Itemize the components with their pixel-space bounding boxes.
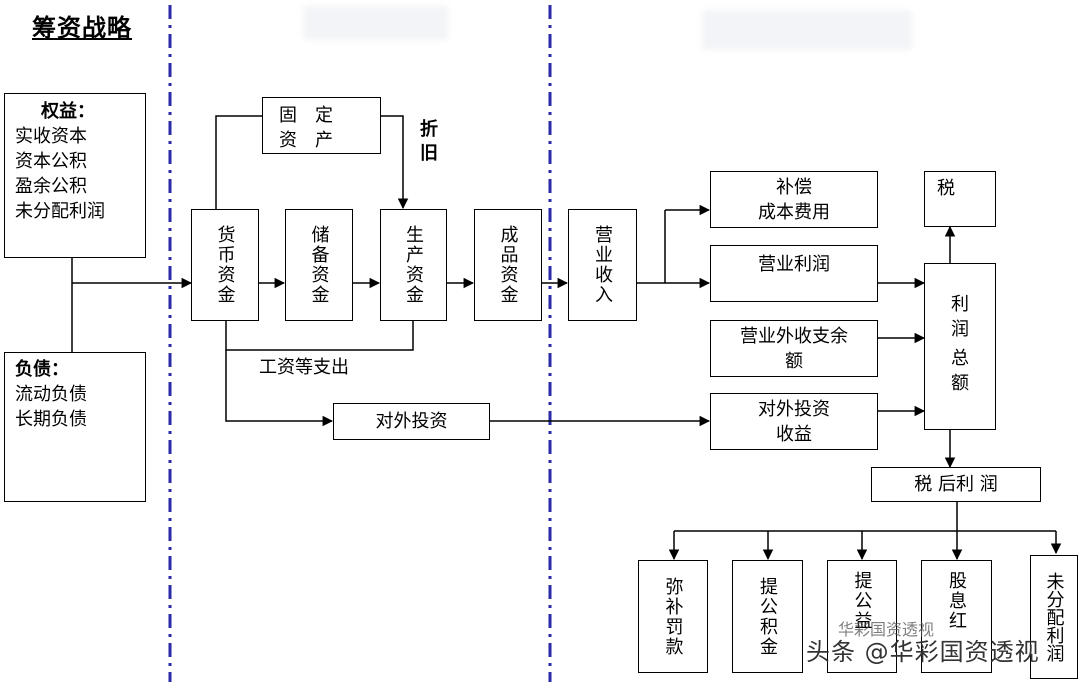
investment-income-box: 对外投资 收益 xyxy=(710,393,878,450)
liabilities-item: 流动负债 xyxy=(15,384,87,405)
total-profit-char: 润 xyxy=(951,319,969,340)
external-investment-label: 对外投资 xyxy=(375,411,448,432)
equity-item: 未分配利润 xyxy=(15,201,105,222)
revenue-label: 营业收入 xyxy=(592,225,613,305)
equity-heading: 权益： xyxy=(41,101,95,122)
operating-profit-label: 营业利润 xyxy=(758,254,830,275)
equity-item: 资本公积 xyxy=(15,151,87,172)
compensation-line1: 补偿 xyxy=(776,176,812,198)
watermark-text: 头条 @华彩国资透视 xyxy=(806,638,1040,666)
operating-profit-box: 营业利润 xyxy=(710,245,878,302)
distribution-box-1: 弥补罚款 xyxy=(638,560,708,673)
production-funds-box: 生产资金 xyxy=(380,209,447,321)
tax-label: 税 xyxy=(937,178,955,199)
production-funds-label: 生产资金 xyxy=(403,225,424,305)
distribution-label-5: 未分配利润 xyxy=(1043,572,1065,662)
distribution-box-2: 提公积金 xyxy=(732,560,803,673)
equity-item: 盈余公积 xyxy=(15,176,87,197)
distribution-label-3: 提公益 xyxy=(851,571,873,631)
depreciation-line1: 折 xyxy=(420,119,438,140)
wages-label: 工资等支出 xyxy=(259,357,349,378)
non-operating-line2: 额 xyxy=(785,350,803,372)
blurred-header-right xyxy=(702,10,912,50)
depreciation-line2: 旧 xyxy=(420,143,438,164)
compensation-line2: 成本费用 xyxy=(758,201,830,223)
after-tax-profit-label: 税 后利 润 xyxy=(914,474,998,495)
distribution-label-4: 股息红 xyxy=(946,571,967,631)
liabilities-item: 长期负债 xyxy=(15,409,87,430)
distribution-box-4: 股息红 xyxy=(921,560,992,673)
monetary-funds-box: 货币资金 xyxy=(191,209,259,321)
arrow-to-external-investment xyxy=(225,350,334,427)
finished-funds-label: 成品资金 xyxy=(497,225,519,305)
finished-funds-box: 成品资金 xyxy=(474,209,542,321)
total-profit-char: 利 xyxy=(951,294,969,315)
arrow-depreciation xyxy=(381,115,409,210)
investment-income-line1: 对外投资 xyxy=(758,398,830,420)
connector-monetary-fixed-assets xyxy=(215,115,262,209)
blurred-header-middle xyxy=(303,6,448,40)
investment-income-line2: 收益 xyxy=(776,423,812,445)
monetary-funds-label: 货币资金 xyxy=(214,225,236,305)
liabilities-heading: 负债： xyxy=(15,359,69,380)
total-profit-char: 额 xyxy=(951,373,969,394)
fixed-assets-box: 固 定 资 产 xyxy=(262,97,381,154)
non-operating-line1: 营业外收支余 xyxy=(740,325,848,347)
tax-box: 税 xyxy=(924,171,996,227)
total-profit-char: 总 xyxy=(951,348,969,369)
diagram-title: 筹资战略 xyxy=(32,14,132,42)
compensation-box: 补偿 成本费用 xyxy=(710,171,878,228)
fixed-assets-line1: 固 定 xyxy=(279,105,333,126)
distribution-box-3: 提公益 xyxy=(827,560,897,673)
reserve-funds-label: 储备资金 xyxy=(308,225,330,305)
distribution-label-1: 弥补罚款 xyxy=(662,576,684,657)
distribution-label-2: 提公积金 xyxy=(757,576,778,657)
equity-box: 权益： 实收资本 资本公积 盈余公积 未分配利润 xyxy=(4,93,146,258)
liabilities-box: 负债： 流动负债 长期负债 xyxy=(4,352,146,502)
fixed-assets-line2: 资 产 xyxy=(279,130,333,151)
depreciation-label: 折 旧 xyxy=(420,118,438,166)
equity-item: 实收资本 xyxy=(15,126,87,147)
after-tax-profit-box: 税 后利 润 xyxy=(871,467,1041,502)
external-investment-box: 对外投资 xyxy=(333,403,490,440)
revenue-box: 营业收入 xyxy=(568,209,637,321)
watermark-faint: 华彩国资透视 xyxy=(838,620,935,639)
distribution-box-5: 未分配利润 xyxy=(1030,555,1078,679)
non-operating-box: 营业外收支余 额 xyxy=(710,320,878,377)
connector-wages xyxy=(225,321,414,351)
reserve-funds-box: 储备资金 xyxy=(285,209,353,321)
total-profit-box: 利 润 总 额 xyxy=(924,263,996,430)
